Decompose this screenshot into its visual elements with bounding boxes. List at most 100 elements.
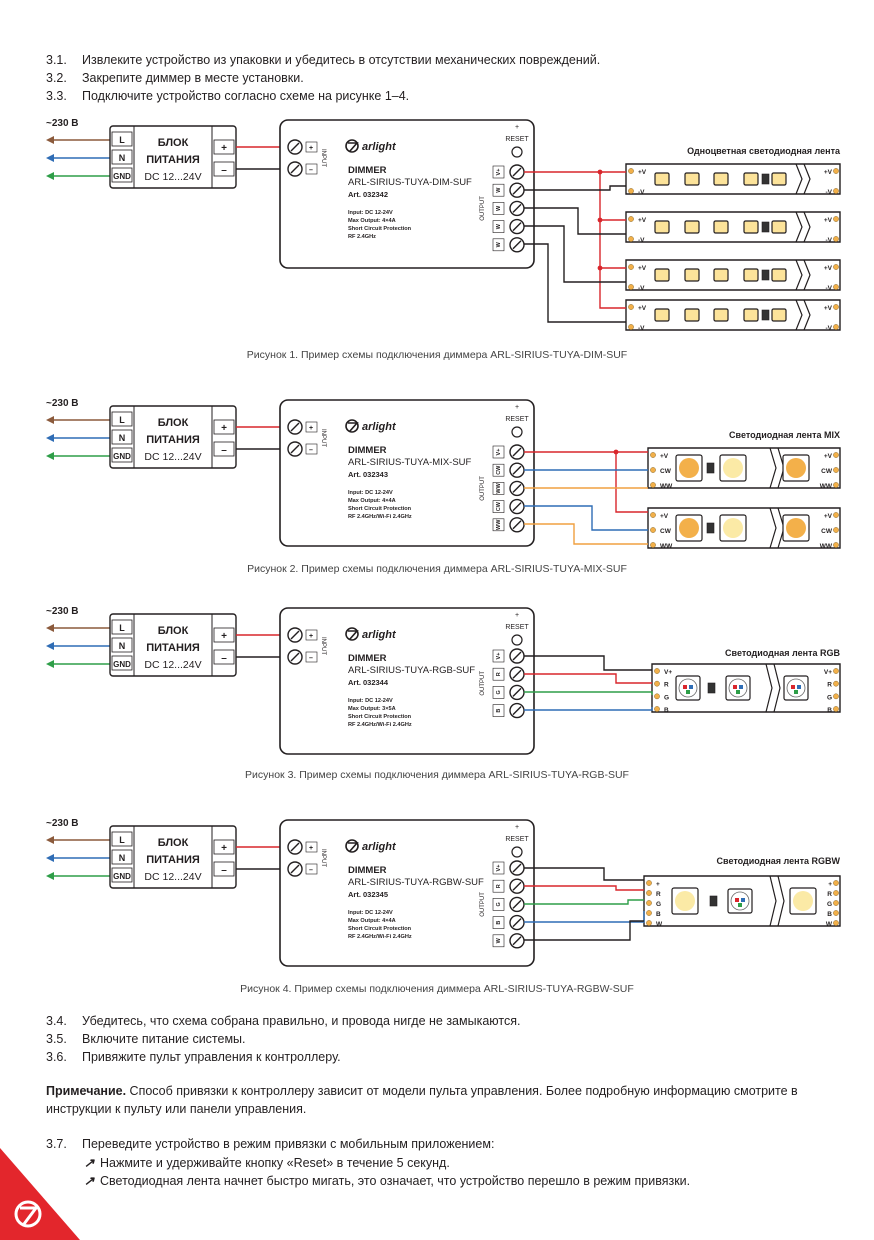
figure-caption-1: Рисунок 1. Пример схемы подключения димм… — [246, 349, 628, 361]
input-plus: + — [309, 145, 313, 152]
arrow-left-icon — [46, 642, 54, 650]
psu-minus: – — [221, 865, 227, 876]
screw-slot — [512, 918, 522, 928]
output-terminal-label: B — [496, 921, 502, 925]
note-text: Способ привязки к контроллеру зависит от… — [46, 1084, 798, 1116]
step-3-1: 3.1.Извлеките устройство из упаковки и у… — [46, 53, 601, 67]
reset-dot: + — [515, 612, 519, 619]
strip-cut-mark — [795, 163, 803, 195]
arlight-logo-icon — [345, 627, 359, 641]
strip-pad — [833, 680, 839, 687]
spec-line: RF 2.4GHz — [348, 234, 376, 240]
psu-box — [109, 825, 237, 889]
rgb-die-green — [686, 690, 690, 694]
step-3-4: 3.4.Убедитесь, что схема собрана правиль… — [46, 1014, 521, 1028]
led-chip — [713, 268, 729, 282]
arrow-left-icon — [46, 660, 54, 668]
strip-pad-label: WW — [820, 483, 833, 490]
led-phosphor — [723, 458, 743, 478]
psu-box — [109, 125, 237, 189]
output-terminal-label: CW — [496, 501, 502, 511]
strip-pad — [833, 880, 839, 886]
strip-pad — [833, 693, 839, 700]
screw-slot — [290, 842, 300, 852]
strip-pad — [833, 890, 839, 896]
output-terminal-label: V+ — [496, 449, 502, 456]
strip-pad — [833, 706, 839, 712]
led-chip — [684, 268, 700, 282]
mains-label: ~230 В — [46, 398, 79, 409]
psu-terminal-label: GND — [113, 872, 131, 881]
wire — [524, 225, 626, 283]
reset-button-icon — [511, 634, 523, 646]
brand-name: arlight — [362, 421, 397, 433]
wire — [524, 867, 644, 881]
strip-title: Светодиодная лента RGBW — [717, 856, 841, 866]
arrow-left-icon — [46, 872, 54, 880]
output-terminal-label: CW — [496, 465, 502, 475]
psu-terminal-label: N — [119, 641, 126, 651]
output-terminal-label: V+ — [496, 653, 502, 660]
strip-pad-label: WW — [820, 543, 833, 550]
arlight-logo-mark — [348, 142, 359, 152]
spec-line: Short Circuit Protection — [348, 506, 412, 512]
spec-line: Max Output: 3×5A — [348, 706, 396, 712]
resistor — [707, 682, 716, 694]
psu-terminal — [111, 619, 133, 635]
psu-terminal — [111, 429, 133, 445]
dimmer-body — [279, 607, 535, 755]
led-chip — [771, 268, 787, 282]
strip-pad-label: R — [664, 682, 669, 689]
strip-pad-label: W — [656, 921, 663, 928]
strip-pad — [650, 467, 656, 473]
led-phosphor — [675, 891, 695, 911]
spec-line: Input: DC 12-24V — [348, 210, 393, 216]
dimmer-label: DIMMER — [348, 865, 387, 876]
logo-circle-icon — [14, 1200, 42, 1228]
output-terminal-label: W — [496, 205, 502, 211]
input-terminal-box — [305, 863, 318, 875]
strip-pad — [650, 512, 656, 518]
psu-terminal-minus — [213, 649, 235, 665]
resistor — [761, 221, 770, 233]
arrow-left-icon — [46, 836, 54, 844]
strip-pad-label: -V — [826, 325, 833, 332]
strip-pad-label: CW — [821, 528, 833, 535]
strip-pad-label: V+ — [664, 669, 672, 676]
strip-cut-mark — [803, 163, 811, 195]
strip-cut-mark — [769, 507, 777, 549]
strip-pad — [646, 920, 652, 926]
input-label: INPUT — [320, 637, 326, 655]
led-strip — [625, 299, 841, 331]
strip-pad — [646, 910, 652, 916]
corner-logo — [0, 1148, 80, 1240]
psu-terminal — [111, 411, 133, 427]
model-name: ARL-SIRIUS-TUYA-RGBW-SUF — [348, 877, 484, 888]
wire-junction — [613, 449, 619, 455]
strip-pad-label: -V — [638, 189, 645, 196]
output-terminal-label: B — [496, 709, 502, 713]
psu-title: БЛОК — [158, 417, 189, 429]
strip-pad — [833, 452, 839, 458]
strip-cut-mark — [773, 663, 781, 713]
strip-pad — [646, 890, 652, 896]
rgb-die-red — [683, 685, 687, 689]
led-strip — [625, 163, 841, 195]
input-terminal-box — [305, 421, 318, 433]
model-name: ARL-SIRIUS-TUYA-RGB-SUF — [348, 665, 475, 676]
arrow-left-icon — [46, 434, 54, 442]
strip-pad-label: -V — [826, 189, 833, 196]
output-terminal-box — [492, 518, 505, 532]
wire — [524, 655, 652, 671]
article-number: Art. 032345 — [348, 890, 388, 899]
strip-pad-label: +V — [638, 265, 647, 272]
strip-cut-mark — [769, 875, 777, 927]
brand-name: arlight — [362, 141, 397, 153]
wire — [599, 220, 626, 269]
psu-terminal — [111, 131, 133, 147]
wire — [524, 707, 653, 711]
psu-terminal — [111, 167, 133, 183]
